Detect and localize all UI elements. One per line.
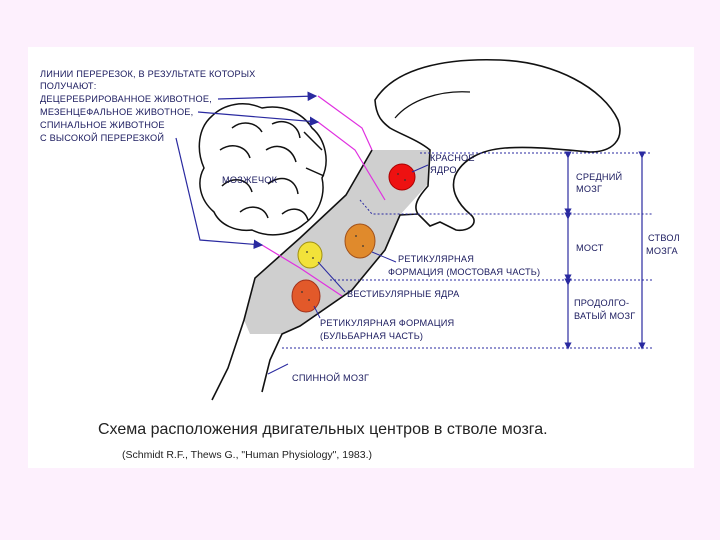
label-reticular-bulbar-2: (БУЛЬБАРНАЯ ЧАСТЬ): [320, 331, 423, 341]
cerebrum-fold: [394, 91, 471, 119]
legend-line1: ЛИНИИ ПЕРЕРЕЗОК, В РЕЗУЛЬТАТЕ КОТОРЫХ: [40, 69, 256, 79]
figure-source: (Schmidt R.F., Thews G., "Human Physiolo…: [122, 449, 373, 461]
region-brainstem-2: МОЗГА: [646, 246, 679, 256]
brainstem-right-edge: [261, 213, 419, 393]
label-spinal-cord: СПИННОЙ МОЗГ: [292, 372, 369, 383]
brainstem-shading: [244, 150, 430, 334]
figure-caption: Схема расположения двигательных центров …: [98, 421, 548, 438]
label-reticular-bulbar-1: РЕТИКУЛЯРНАЯ ФОРМАЦИЯ: [320, 318, 454, 328]
region-brainstem-1: СТВОЛ: [648, 233, 680, 243]
cerebrum-outline: [374, 58, 621, 232]
label-reticular-pons-2: ФОРМАЦИЯ (МОСТОВАЯ ЧАСТЬ): [388, 267, 540, 277]
label-red-nucleus-1: КРАСНОЕ: [430, 153, 475, 163]
legend-item-spinal-b: С ВЫСОКОЙ ПЕРЕРЕЗКОЙ: [40, 132, 164, 143]
region-medulla-2: ВАТЫЙ МОЗГ: [574, 310, 635, 321]
label-red-nucleus-2: ЯДРО: [430, 165, 457, 175]
nucleus-dots: [301, 173, 406, 301]
region-midbrain-2: МОЗГ: [576, 184, 602, 194]
region-midbrain-1: СРЕДНИЙ: [576, 171, 622, 182]
region-medulla-1: ПРОДОЛГО-: [574, 298, 629, 308]
brainstem-left-edge: [211, 149, 373, 401]
reticular-bulbar-nucleus: [291, 279, 321, 313]
reticular-pons-nucleus: [344, 223, 376, 259]
vestibular-nucleus: [297, 241, 323, 269]
region-pons: МОСТ: [576, 243, 604, 253]
red-nucleus: [388, 163, 416, 191]
cut-lines: [261, 95, 386, 297]
cerebellum: [198, 103, 327, 236]
label-leaders: [267, 164, 429, 375]
label-reticular-pons-1: РЕТИКУЛЯРНАЯ: [398, 254, 474, 264]
label-cerebellum: МОЗЖЕЧОК: [222, 175, 278, 185]
legend-item-decerebrate: ДЕЦЕРЕБРИРОВАННОЕ ЖИВОТНОЕ,: [40, 94, 212, 104]
legend-item-mesencephalic: МЕЗЕНЦЕФАЛЬНОЕ ЖИВОТНОЕ,: [40, 107, 193, 117]
region-dashed-lines: [282, 152, 652, 349]
legend-arrows: [175, 91, 320, 250]
legend-line2: ПОЛУЧАЮТ:: [40, 81, 97, 91]
region-brackets: [564, 151, 646, 350]
legend-item-spinal-a: СПИНАЛЬНОЕ ЖИВОТНОЕ: [40, 120, 165, 130]
label-vestibular: ВЕСТИБУЛЯРНЫЕ ЯДРА: [347, 289, 460, 299]
